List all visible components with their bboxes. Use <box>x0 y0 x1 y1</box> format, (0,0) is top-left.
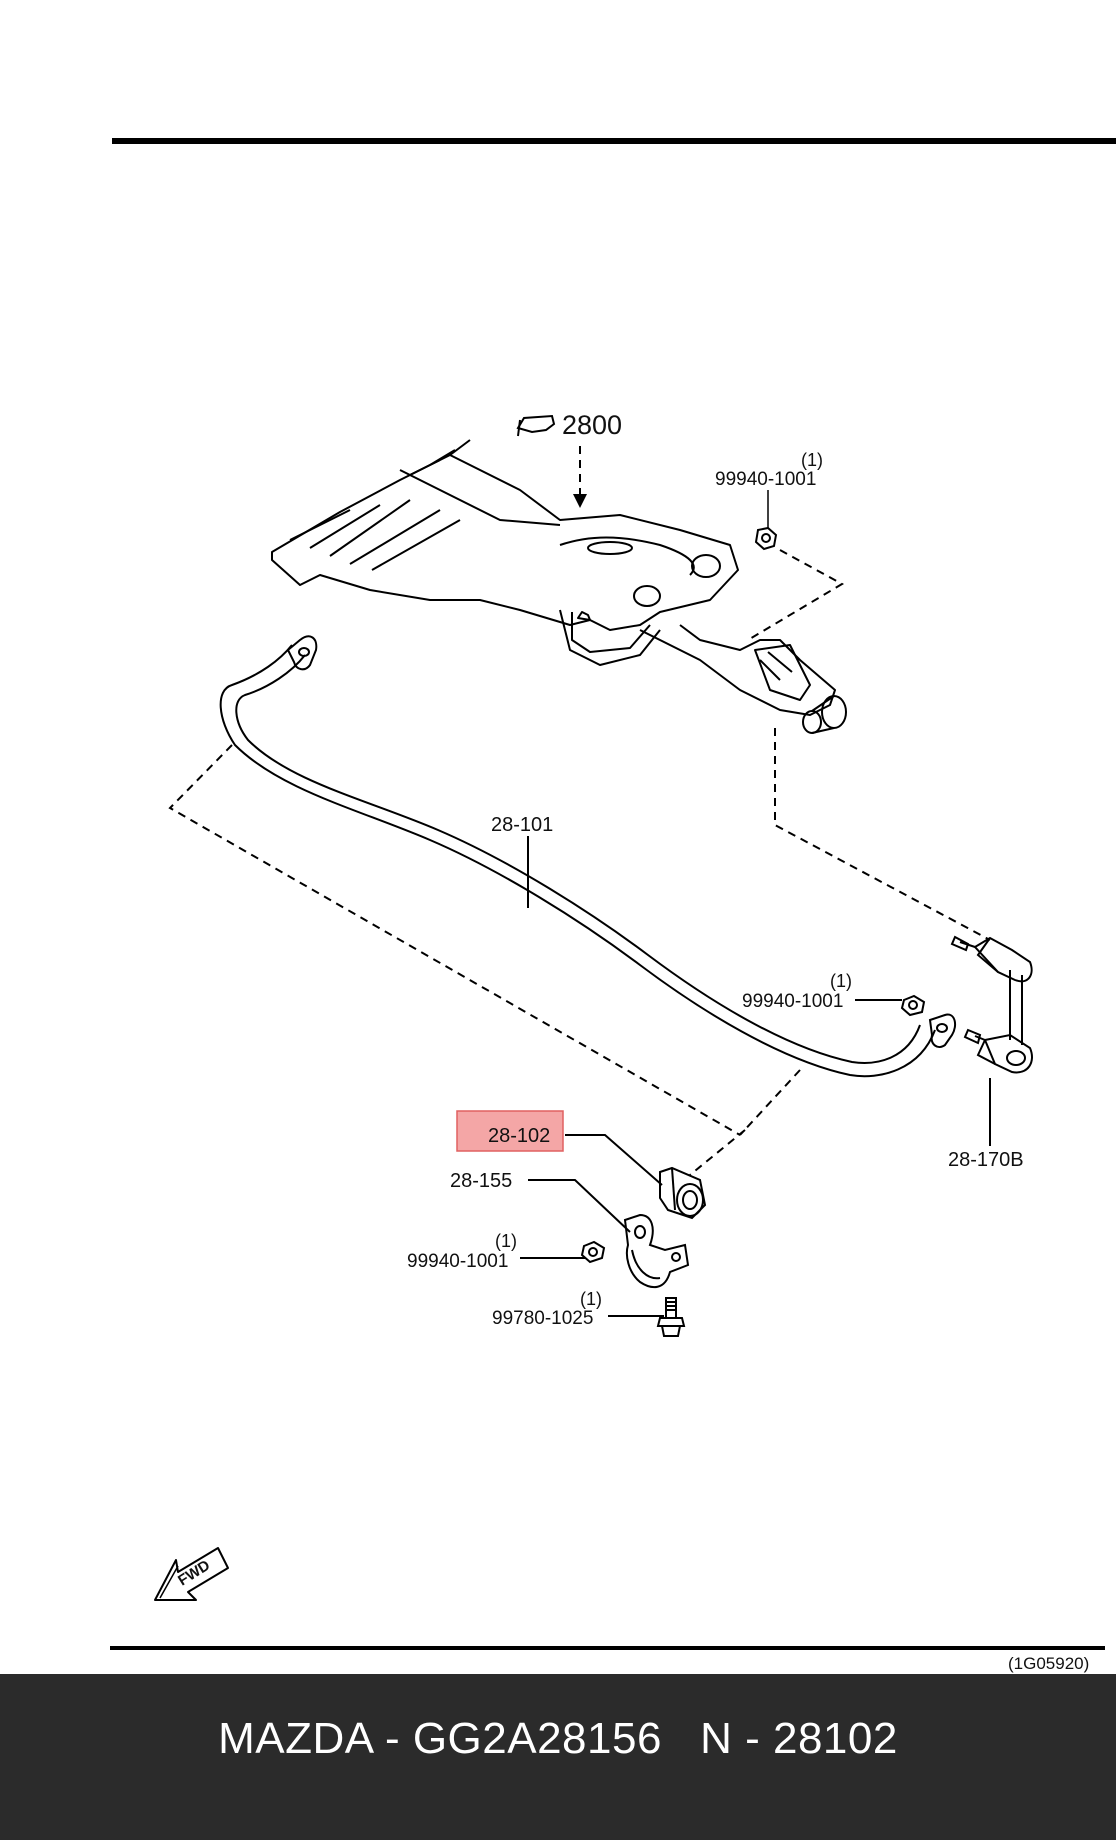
bushing-drawing <box>659 1166 707 1220</box>
nut-bottom-drawing <box>580 1240 606 1264</box>
callout-nut-top-qty: (1) <box>801 450 823 470</box>
stabilizer-bar-drawing <box>219 635 957 1078</box>
callout-bolt-part: 99780-1025 <box>492 1308 593 1329</box>
callout-bushing-highlight <box>456 1110 564 1152</box>
caption-bar: MAZDA - GG2A28156 N - 28102 <box>0 1674 1116 1840</box>
subframe-drawing <box>271 439 847 734</box>
part-number-caption: MAZDA - GG2A28156 N - 28102 <box>218 1714 898 1763</box>
callout-nut-top-part: 99940-1001 <box>715 469 816 490</box>
callout-nut-bottom-qty: (1) <box>495 1231 517 1251</box>
nut-mid-drawing <box>900 994 926 1017</box>
callout-bushing: 28-102 <box>488 1125 550 1147</box>
bracket-drawing <box>623 1213 690 1289</box>
pointing-hand-icon <box>516 414 556 437</box>
parts-diagram: 2800 <box>110 138 1116 1673</box>
fwd-arrow-icon: FWD <box>154 1547 229 1601</box>
leader-bushing <box>565 1134 663 1186</box>
leader-lines <box>520 836 991 1317</box>
callout-stabilizer-bar: 28-101 <box>491 814 553 836</box>
drawing-code: (1G05920) <box>1008 1654 1089 1673</box>
bolt-drawing <box>656 1297 686 1337</box>
section-reference: 2800 <box>516 410 622 508</box>
assembly-dashlines <box>168 728 991 1176</box>
section-ref-label: 2800 <box>562 410 622 440</box>
callout-bracket: 28-155 <box>450 1170 512 1192</box>
callout-link: 28-170B <box>948 1149 1024 1171</box>
callout-bolt-qty: (1) <box>580 1289 602 1309</box>
callout-nut-bottom-part: 99940-1001 <box>407 1251 508 1272</box>
stabilizer-link-drawing <box>950 935 1033 1074</box>
leader-bracket <box>528 1179 631 1233</box>
nut-top-drawing <box>754 490 778 551</box>
nut-top-dashline <box>747 549 845 641</box>
callout-nut-mid-qty: (1) <box>830 971 852 991</box>
callout-nut-mid-part: 99940-1001 <box>742 991 843 1012</box>
